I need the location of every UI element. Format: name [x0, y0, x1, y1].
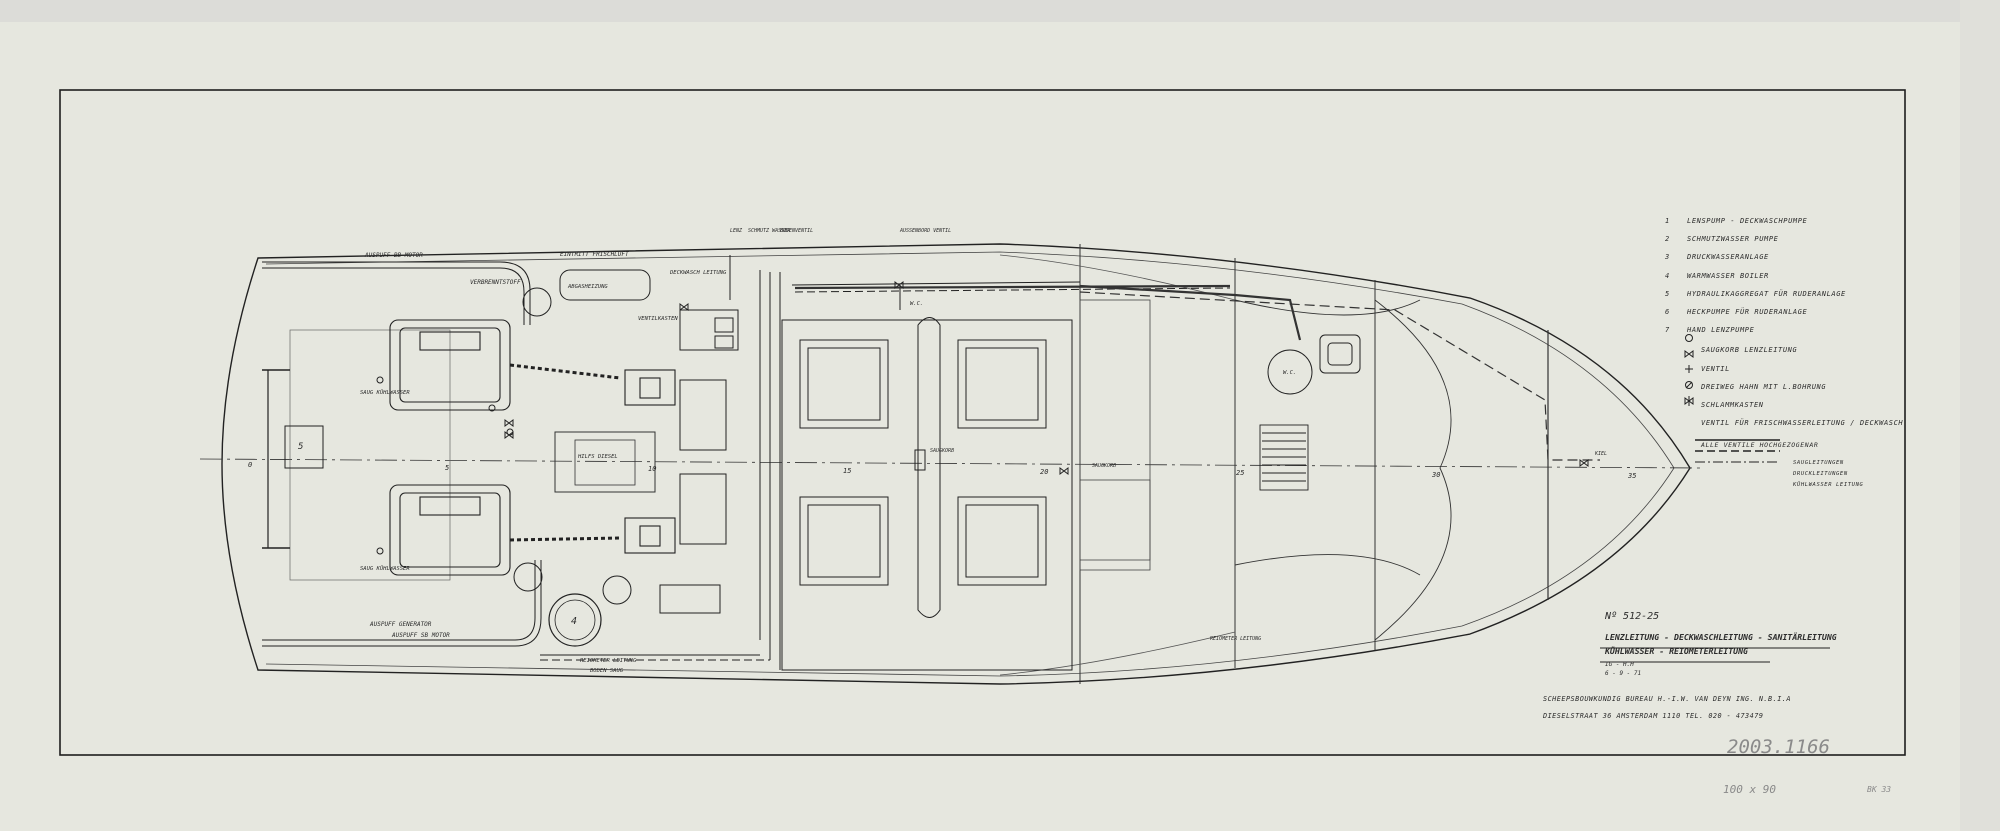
saloon-area — [781, 317, 1073, 671]
legend-items-num: 1 — [1665, 217, 1670, 225]
pencil-code: BK 33 — [1867, 785, 1892, 794]
legend-items-label: LENSPUMP - DECKWASCHPUMPE — [1687, 217, 1808, 225]
saugkorb2-label: SAUGKORB — [1092, 463, 1116, 469]
boden-label: BODEN SAUG — [590, 668, 624, 674]
legend-lines-3: KÜHLWASSER LEITUNG — [1793, 480, 1965, 491]
wc-label: W.C. — [1283, 370, 1296, 376]
exhaust-gen-label: AUSPUFF GENERATOR — [369, 621, 432, 628]
legend-items-label: HYDRAULIKAGGREGAT FÜR RUDERANLAGE — [1687, 289, 1846, 298]
legend-note: ALLE VENTILE HOCHGEZOGENAR — [1701, 441, 1819, 450]
hydraulic-unit-box — [284, 425, 324, 469]
exhaust-port-label: AUSPUFF SB MOTOR — [391, 632, 450, 639]
drawing-date: 6 - 9 - 71 — [1605, 670, 1642, 677]
legend-lines-1: SAUGLEITUNGEN — [1793, 458, 1965, 469]
ventil-label: VENTILKASTEN — [638, 316, 678, 322]
legend-symbols-3: DREIWEG HAHN MIT L.BOHRUNG — [1701, 378, 1965, 396]
legend-items-label: SCHMUTZWASSER PUMPE — [1687, 235, 1779, 244]
legend-items-label: WARMWASSER BOILER — [1687, 271, 1769, 280]
pump5-label: 5 — [298, 442, 303, 452]
svg-text:10: 10 — [648, 465, 656, 473]
legend-items-num: 6 — [1665, 307, 1670, 316]
legend-items-7: 7 HAND LENZPUMPE — [1665, 321, 1965, 339]
svg-text:5: 5 — [445, 464, 449, 472]
archive-number: 2003.1166 — [1727, 736, 1830, 758]
legend-symbols-label: VENTIL FÜR FRISCHWASSERLEITUNG / DECKWAS… — [1701, 419, 1904, 428]
legend-items-3: 3 DRUCKWASSERANLAGE — [1665, 248, 1965, 266]
legend-items-6: 6 HECKPUMPE FÜR RUDERANLAGE — [1665, 303, 1965, 321]
legend-items-label: HECKPUMPE FÜR RUDERANLAGE — [1687, 307, 1808, 316]
engine-starboard — [389, 319, 676, 411]
drawing-title-2: KÜHLWASSER - REIOMETERLEITUNG — [1605, 646, 1748, 656]
legend-items-1: 1 LENSPUMP - DECKWASCHPUMPE — [1665, 212, 1965, 230]
legend-items-label: DRUCKWASSERANLAGE — [1687, 253, 1769, 262]
saugkorb1-label: SAUGKORB — [930, 448, 954, 454]
boiler-label: 4 — [571, 616, 577, 627]
stairs — [1259, 424, 1309, 491]
sea-stbd-label: SAUG KÜHLWASSER — [360, 389, 410, 396]
hull-outline — [221, 243, 1691, 685]
office-name: SCHEEPSBOUWKUNDIG BUREAU H.-I.W. VAN DEY… — [1543, 695, 1791, 703]
reio2-label: REIOMETER LEITUNG — [1210, 636, 1261, 642]
reio-label: REIOMETER LEITUNG — [580, 658, 637, 664]
legend-symbols-label: SCHLAMMKASTEN — [1701, 400, 1764, 409]
legend-lines-2: DRUCKLEITUNGEN — [1793, 469, 1965, 480]
boiler-circle — [548, 593, 602, 647]
svg-text:25: 25 — [1236, 469, 1244, 477]
office-address: DIESELSTRAAT 36 AMSTERDAM 1110 TEL. 020 … — [1543, 712, 1764, 720]
deck-label: DECKWASCH LEITUNG — [669, 270, 727, 276]
wc-circle — [1267, 349, 1313, 395]
legend-symbols-label: SAUGKORB LENZLEITUNG — [1701, 346, 1798, 355]
aussenbord-label: AUSSENBORD VENTIL — [899, 228, 951, 234]
exhaust-stbd-label: AUSPUFF BB MOTOR — [364, 252, 423, 259]
drawing-title-1: LENZLEITUNG - DECKWASCHLEITUNG - SANITÄR… — [1605, 632, 1837, 642]
legend-items-num: 2 — [1665, 235, 1670, 244]
svg-text:30: 30 — [1431, 471, 1440, 479]
svg-text:35: 35 — [1627, 472, 1636, 480]
legend-items-num: 7 — [1665, 326, 1670, 335]
fuel-label: VERBRENNTSTOFF — [470, 279, 521, 286]
heater-box — [559, 269, 651, 301]
lenz-label: LENZ — [730, 228, 743, 234]
legend-items-num: 5 — [1665, 289, 1670, 298]
legend-symbols-1: SAUGKORB LENZLEITUNG — [1701, 341, 1965, 359]
legend-symbols-label: DREIWEG HAHN MIT L.BOHRUNG — [1701, 382, 1827, 391]
drawing-initials: IG - H.H — [1605, 661, 1634, 668]
generator-label: HILFS DIESEL — [577, 454, 618, 460]
wc2-label: W.C. — [910, 301, 923, 307]
pencil-size: 100 x 90 — [1723, 783, 1776, 796]
legend-items-num: 4 — [1665, 271, 1670, 280]
legend-items-5: 5 HYDRAULIKAGGREGAT FÜR RUDERANLAGE — [1665, 285, 1965, 303]
fresh-air-label: EINTRITT FRISCHLUFT — [560, 251, 629, 258]
legend-items-2: 2 SCHMUTZWASSER PUMPE — [1665, 230, 1965, 248]
engine-port — [389, 484, 676, 576]
legend-lines-label: SAUGLEITUNGEN — [1793, 460, 1844, 467]
legend: 1 LENSPUMP - DECKWASCHPUMPE 2 SCHMUTZWASSER… — [1665, 212, 1965, 491]
legend-symbols-4: SCHLAMMKASTEN — [1701, 396, 1965, 414]
legend-lines-label: DRUCKLEITUNGEN — [1793, 471, 1848, 478]
bodenv-label: BODENVENTIL — [780, 228, 813, 234]
heater-label: ABGASHEIZUNG — [567, 284, 608, 290]
legend-symbols-2: VENTIL — [1701, 360, 1965, 378]
svg-text:0: 0 — [248, 461, 252, 469]
svg-text:20: 20 — [1040, 468, 1048, 476]
drawing-number: Nº 512-25 — [1605, 611, 1660, 622]
legend-symbols-label: VENTIL — [1701, 364, 1730, 373]
legend-lines-label: KÜHLWASSER LEITUNG — [1793, 482, 1864, 489]
legend-items-num: 3 — [1665, 253, 1670, 262]
legend-symbols-5: VENTIL FÜR FRISCHWASSERLEITUNG / DECKWAS… — [1701, 414, 1965, 432]
drawing-border — [59, 89, 1906, 756]
sea-port-label: SAUG KÜHLWASSER — [360, 565, 410, 572]
legend-items-4: 4 WARMWASSER BOILER — [1665, 267, 1965, 285]
schmutz-label: SCHMUTZ WASSER — [748, 228, 790, 234]
legend-items-label: HAND LENZPUMPE — [1687, 326, 1755, 335]
svg-text:15: 15 — [843, 467, 851, 475]
kiel-label: KIEL — [1594, 451, 1607, 457]
